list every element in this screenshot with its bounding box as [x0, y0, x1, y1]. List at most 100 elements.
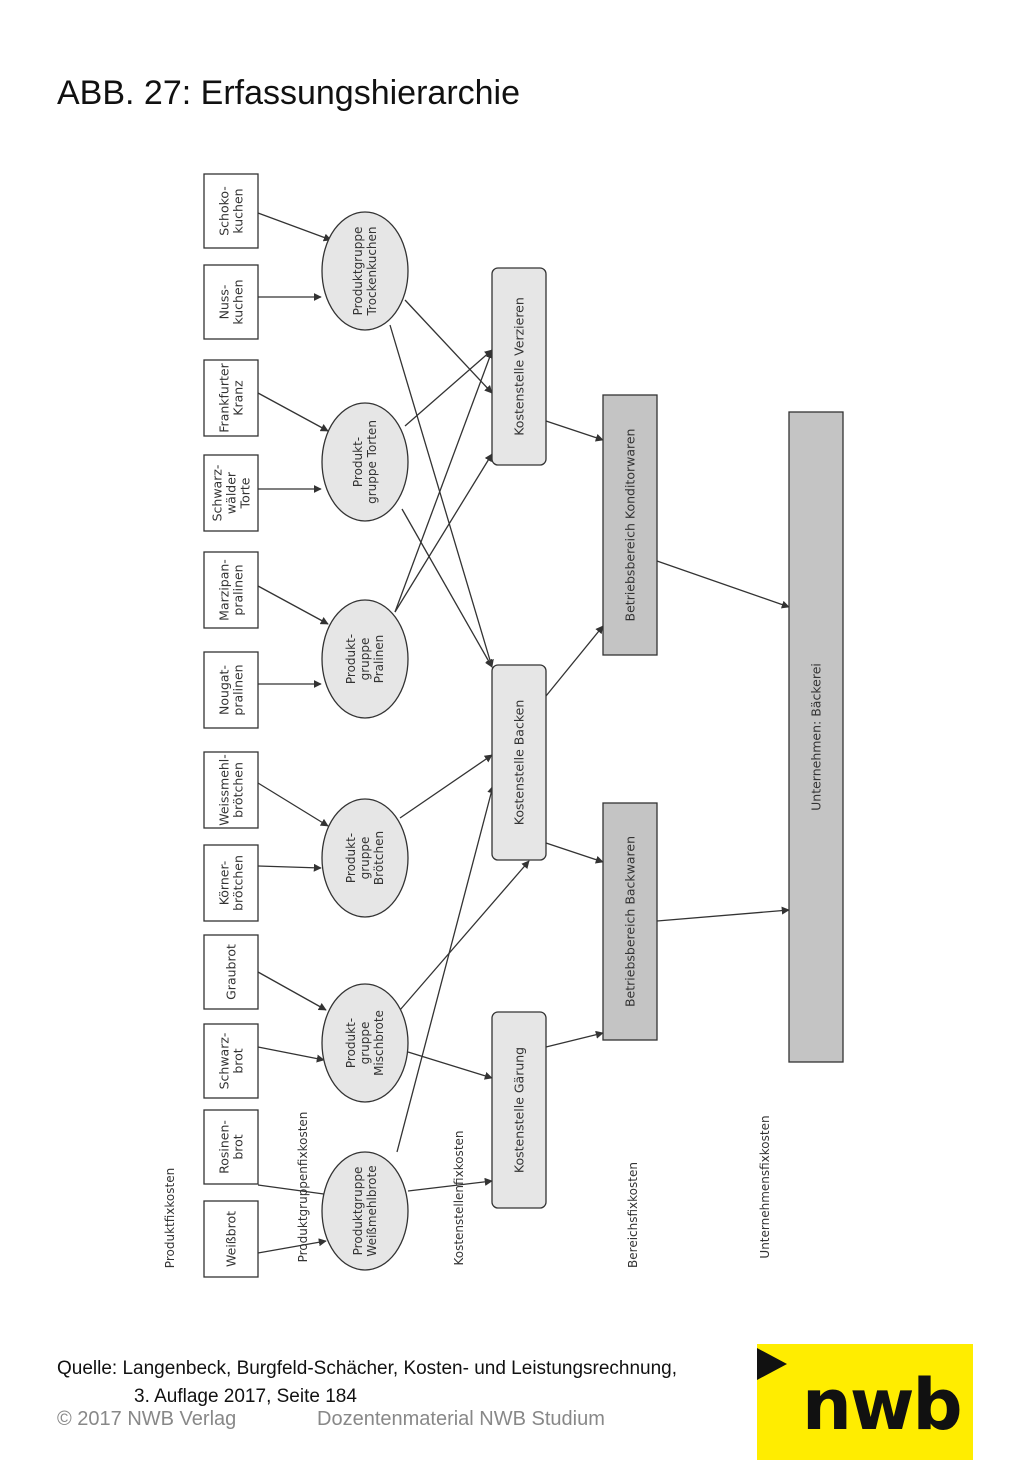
- connector-arrow: [394, 350, 494, 613]
- connector-arrow: [389, 324, 494, 668]
- connector-arrow: [396, 785, 496, 1153]
- product-group-label-line: gruppe Torten: [365, 420, 379, 504]
- division-label-konditorwaren: Betriebsbereich Konditorwaren: [623, 429, 638, 622]
- level-label-2: Kostenstellenfixkosten: [452, 1130, 466, 1265]
- product-label-nusskuchen: Nuss-kuchen: [217, 279, 246, 324]
- product-label-line: Nougat-: [217, 665, 232, 715]
- product-label-line: Rosinen-: [217, 1120, 232, 1174]
- product-box-schokokuchen: [203, 173, 259, 249]
- cost-center-label-verzieren: Kostenstelle Verzieren: [512, 297, 527, 436]
- product-label-schokokuchen: Schoko-kuchen: [217, 186, 246, 236]
- cost-center-backen: [491, 664, 547, 861]
- product-group-label-line: Pralinen: [372, 635, 386, 684]
- connector-arrow: [257, 212, 332, 242]
- connector-arrow: [257, 1046, 325, 1063]
- product-box-frankfurter-kranz: [203, 359, 259, 437]
- product-box-nougatpralinen: [203, 651, 259, 729]
- product-group-label-line: Produkt-: [351, 437, 365, 487]
- product-label-weissbrot: Weißbrot: [224, 1211, 239, 1267]
- connector-arrows: [257, 212, 790, 1254]
- product-label-line: Marzipan-: [217, 559, 232, 621]
- source-line-2: 3. Auflage 2017, Seite 184: [134, 1386, 357, 1407]
- footer-course-material: Dozentenmaterial NWB Studium: [317, 1408, 605, 1430]
- product-label-line: Graubrot: [224, 944, 239, 1000]
- connector-arrow: [656, 906, 790, 922]
- product-label-line: pralinen: [231, 664, 246, 715]
- logo-arrow-icon: [757, 1348, 787, 1380]
- product-box-rosinenbrot: [203, 1109, 259, 1185]
- connector-arrow: [545, 842, 604, 864]
- product-label-line: brot: [231, 1134, 246, 1159]
- connector-arrow: [545, 1030, 604, 1048]
- diagram-shapes: WeißbrotRosinen-brotSchwarz-brotGraubrot…: [163, 173, 844, 1278]
- connector-arrow: [257, 1184, 332, 1198]
- connector-arrow: [257, 782, 329, 827]
- product-label-line: brötchen: [231, 855, 246, 911]
- product-label-line: Schwarz-: [217, 1033, 232, 1090]
- product-group-label-torten: Produkt-gruppe Torten: [351, 420, 379, 504]
- division-konditorwaren: [602, 394, 658, 656]
- product-box-weissmehlbroetchen: [203, 751, 259, 829]
- product-box-nusskuchen: [203, 264, 259, 340]
- connector-arrow: [407, 1177, 493, 1192]
- product-box-koernerbroetchen: [203, 844, 259, 922]
- product-label-line: Weißbrot: [224, 1211, 239, 1267]
- product-box-schwarzwaelder-torte: [203, 454, 259, 532]
- product-label-line: brötchen: [231, 762, 246, 818]
- product-group-broetchen: [321, 798, 409, 918]
- product-box-schwarzbrot: [203, 1023, 259, 1099]
- source-citation: Quelle: Langenbeck, Burgfeld-Schächer, K…: [57, 1355, 677, 1411]
- product-group-label-line: Produkt-: [344, 634, 358, 684]
- connector-arrow: [404, 299, 493, 394]
- product-label-graubrot: Graubrot: [224, 944, 239, 1000]
- product-group-label-line: gruppe: [358, 638, 372, 681]
- cost-center-gaerung: [491, 1011, 547, 1209]
- product-group-label-line: Produkt-: [344, 1018, 358, 1068]
- footer-copyright: © 2017 NWB Verlag: [57, 1408, 237, 1430]
- connector-arrow: [399, 860, 530, 1011]
- nwb-logo: nwb: [757, 1344, 973, 1460]
- connector-arrow: [399, 754, 493, 819]
- product-label-line: Nuss-: [217, 285, 232, 320]
- level-label-3: Bereichsfixkosten: [626, 1162, 640, 1268]
- product-label-line: pralinen: [231, 564, 246, 615]
- connector-arrow: [407, 1051, 493, 1080]
- product-box-marzipanpralinen: [203, 551, 259, 629]
- product-label-line: Körner-: [217, 861, 232, 906]
- company-box: [788, 411, 844, 1063]
- connector-arrow: [656, 560, 790, 609]
- connector-arrow: [257, 863, 322, 872]
- product-group-label-line: gruppe: [358, 837, 372, 880]
- cost-center-label-gaerung: Kostenstelle Gärung: [512, 1047, 527, 1173]
- division-label-backwaren: Betriebsbereich Backwaren: [623, 836, 638, 1007]
- connector-arrow: [401, 508, 493, 668]
- product-group-label-line: Mischbrote: [372, 1010, 386, 1076]
- cost-center-label-backen: Kostenstelle Backen: [512, 700, 527, 825]
- product-label-line: Frankfurter: [217, 362, 232, 432]
- product-group-trockenkuchen: [321, 211, 409, 331]
- product-label-line: Schwarz-: [210, 465, 225, 522]
- level-label-0: Produktfixkosten: [163, 1168, 177, 1268]
- connector-arrow: [257, 971, 327, 1011]
- level-label-1: Produktgruppenfixkosten: [296, 1112, 310, 1263]
- connector-arrow: [394, 453, 493, 613]
- division-backwaren: [602, 802, 658, 1041]
- connector-arrow: [257, 1238, 327, 1254]
- product-box-weissbrot: [203, 1200, 259, 1278]
- connector-arrow: [545, 625, 604, 697]
- product-label-nougatpralinen: Nougat-pralinen: [217, 664, 246, 715]
- product-label-line: kuchen: [231, 279, 246, 324]
- product-label-line: Weissmehl-: [217, 754, 232, 826]
- connector-arrow: [257, 585, 329, 625]
- product-group-label-line: Trockenkuchen: [365, 226, 379, 316]
- product-group-label-line: Produktgruppe: [351, 227, 365, 316]
- product-label-line: Schoko-: [217, 186, 232, 236]
- product-group-label-line: Produktgruppe: [351, 1167, 365, 1256]
